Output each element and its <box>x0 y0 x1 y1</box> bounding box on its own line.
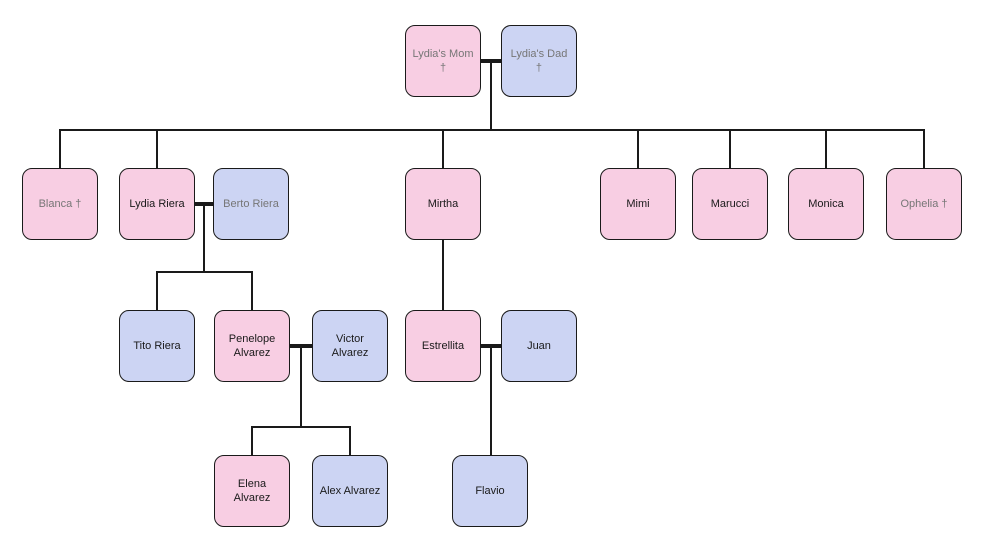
descent-line-top-couple <box>490 63 492 131</box>
node-label: Tito Riera <box>133 339 181 352</box>
node-label: Ophelia † <box>900 197 948 210</box>
node-lydia-riera[interactable]: Lydia Riera <box>119 168 195 240</box>
drop-line-alex <box>349 426 351 455</box>
drop-line-lydia <box>156 129 158 168</box>
node-label: Monica <box>808 197 844 210</box>
node-label: Victor Alvarez <box>331 332 369 359</box>
marriage-line-mom-dad <box>481 59 501 63</box>
sibling-line-alvarez-children <box>251 426 351 428</box>
node-label: Mirtha <box>427 197 459 210</box>
drop-line-tito <box>156 271 158 310</box>
node-label: Flavio <box>475 484 505 497</box>
node-alex-alvarez[interactable]: Alex Alvarez <box>312 455 388 527</box>
drop-line-mirtha <box>442 129 444 168</box>
node-label: Marucci <box>710 197 750 210</box>
node-marucci[interactable]: Marucci <box>692 168 768 240</box>
marriage-line-estrellita-juan <box>481 344 501 348</box>
drop-line-marucci <box>729 129 731 168</box>
node-mirtha[interactable]: Mirtha <box>405 168 481 240</box>
node-label: Penelope Alvarez <box>228 332 276 359</box>
node-label: Mimi <box>626 197 650 210</box>
descent-line-penelope-victor <box>300 348 302 428</box>
node-label: Lydia's Mom † <box>412 47 474 74</box>
node-ophelia[interactable]: Ophelia † <box>886 168 962 240</box>
node-label: Estrellita <box>421 339 465 352</box>
marriage-line-penelope-victor <box>290 344 312 348</box>
sibling-line-generation2 <box>59 129 925 131</box>
descent-line-flavio <box>490 348 492 455</box>
node-label: Blanca † <box>38 197 82 210</box>
node-label: Elena Alvarez <box>233 477 271 504</box>
node-monica[interactable]: Monica <box>788 168 864 240</box>
node-victor-alvarez[interactable]: Victor Alvarez <box>312 310 388 382</box>
sibling-line-riera-children <box>156 271 253 273</box>
node-lydias-dad[interactable]: Lydia's Dad † <box>501 25 577 97</box>
marriage-line-lydia-berto <box>195 202 213 206</box>
node-blanca[interactable]: Blanca † <box>22 168 98 240</box>
node-tito-riera[interactable]: Tito Riera <box>119 310 195 382</box>
node-label: Lydia's Dad † <box>510 47 568 74</box>
node-mimi[interactable]: Mimi <box>600 168 676 240</box>
node-estrellita[interactable]: Estrellita <box>405 310 481 382</box>
node-flavio[interactable]: Flavio <box>452 455 528 527</box>
node-label: Juan <box>527 339 551 352</box>
node-label: Berto Riera <box>223 197 279 210</box>
drop-line-ophelia <box>923 129 925 168</box>
node-label: Lydia Riera <box>129 197 185 210</box>
drop-line-elena <box>251 426 253 455</box>
node-juan[interactable]: Juan <box>501 310 577 382</box>
node-label: Alex Alvarez <box>319 484 381 497</box>
drop-line-mimi <box>637 129 639 168</box>
drop-line-monica <box>825 129 827 168</box>
node-lydias-mom[interactable]: Lydia's Mom † <box>405 25 481 97</box>
node-berto-riera[interactable]: Berto Riera <box>213 168 289 240</box>
node-penelope-alvarez[interactable]: Penelope Alvarez <box>214 310 290 382</box>
drop-line-penelope <box>251 271 253 310</box>
descent-line-lydia-berto <box>203 206 205 272</box>
drop-line-blanca <box>59 129 61 168</box>
descent-line-mirtha-estrellita <box>442 240 444 310</box>
node-elena-alvarez[interactable]: Elena Alvarez <box>214 455 290 527</box>
